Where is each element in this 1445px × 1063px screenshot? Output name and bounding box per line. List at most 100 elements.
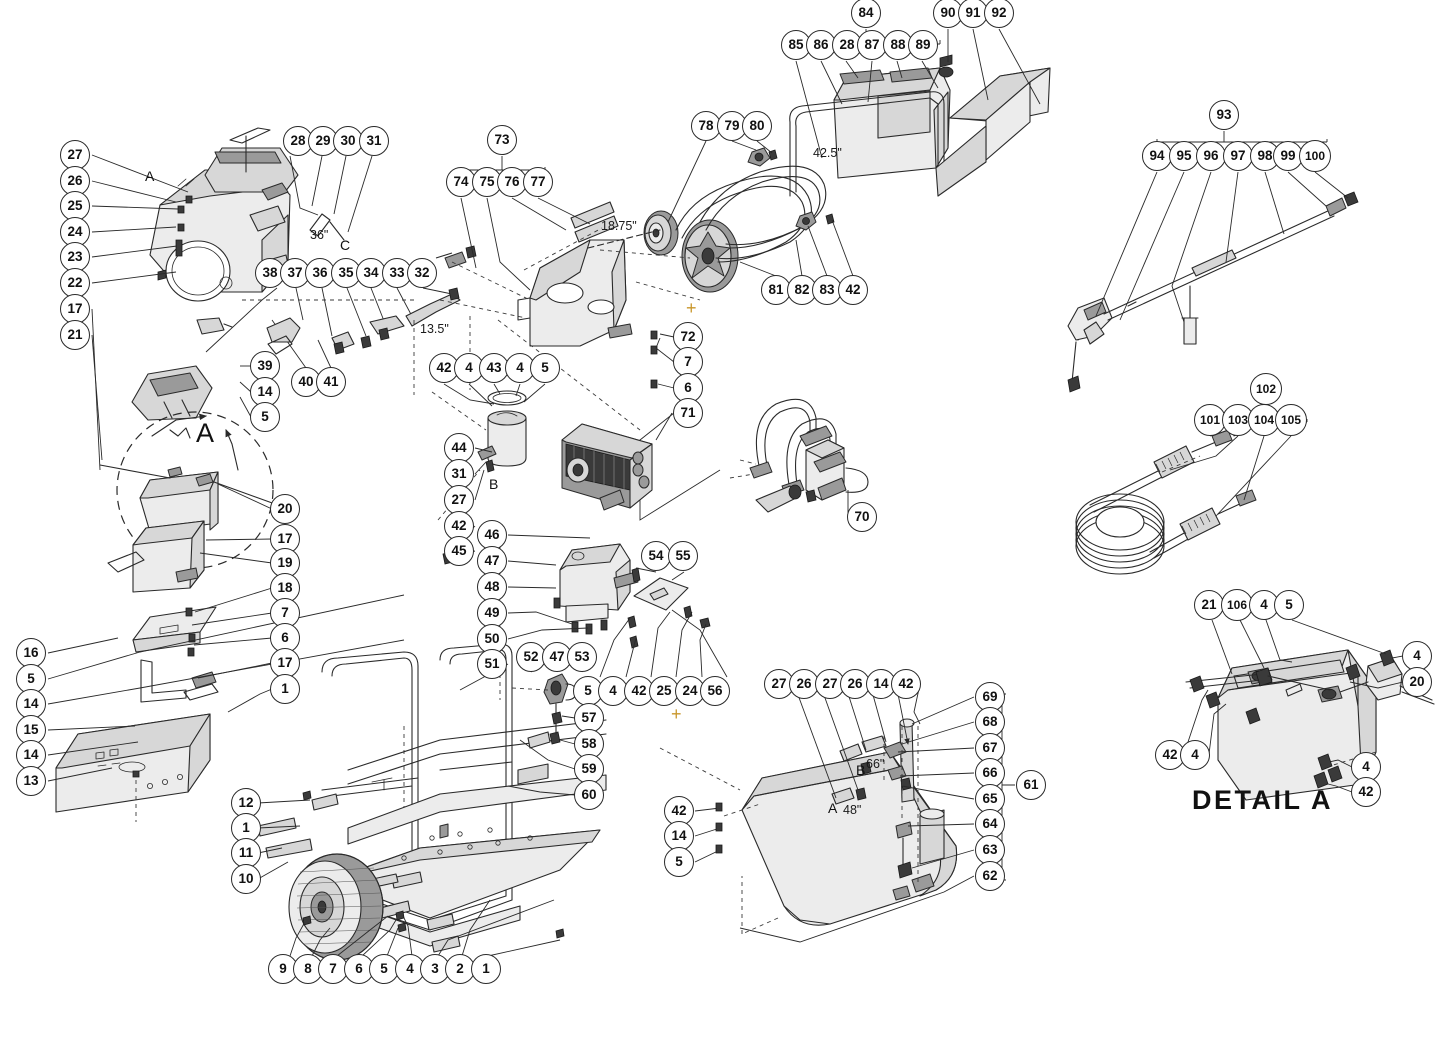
callout-bubble-84[interactable]: 84 [851, 0, 881, 28]
section-letter-label: A [145, 168, 155, 184]
callout-bubble-40[interactable]: 40 [291, 367, 321, 397]
callout-bubble-96[interactable]: 96 [1196, 141, 1226, 171]
callout-bubble-52[interactable]: 52 [516, 642, 546, 672]
callout-bubble-14[interactable]: 14 [664, 821, 694, 851]
callout-bubble-7[interactable]: 7 [673, 347, 703, 377]
callout-bubble-26[interactable]: 26 [789, 669, 819, 699]
callout-bubble-44[interactable]: 44 [444, 433, 474, 463]
callout-bubble-63[interactable]: 63 [975, 835, 1005, 865]
engine-fasteners [157, 195, 193, 281]
callout-bubble-55[interactable]: 55 [668, 541, 698, 571]
callout-bubble-43[interactable]: 43 [479, 353, 509, 383]
callout-bubble-31[interactable]: 31 [359, 126, 389, 156]
callout-bubble-53[interactable]: 53 [567, 642, 597, 672]
callout-bubble-27[interactable]: 27 [764, 669, 794, 699]
callout-bubble-97[interactable]: 97 [1223, 141, 1253, 171]
callout-bubble-78[interactable]: 78 [691, 111, 721, 141]
callout-bubble-5[interactable]: 5 [1274, 590, 1304, 620]
callout-bubble-25[interactable]: 25 [649, 676, 679, 706]
callout-bubble-76[interactable]: 76 [497, 167, 527, 197]
callout-bubble-4[interactable]: 4 [598, 676, 628, 706]
callout-bubble-73[interactable]: 73 [487, 125, 517, 155]
callout-bubble-32[interactable]: 32 [407, 258, 437, 288]
callout-bubble-2[interactable]: 2 [445, 954, 475, 984]
callout-bubble-20[interactable]: 20 [270, 494, 300, 524]
callout-bubble-92[interactable]: 92 [984, 0, 1014, 28]
callout-bubble-77[interactable]: 77 [523, 167, 553, 197]
callout-bubble-70[interactable]: 70 [847, 502, 877, 532]
callout-bubble-26[interactable]: 26 [840, 669, 870, 699]
callout-bubble-25[interactable]: 25 [60, 191, 90, 221]
callout-bubble-4[interactable]: 4 [1402, 641, 1432, 671]
callout-bubble-93[interactable]: 93 [1209, 100, 1239, 130]
callout-bubble-42[interactable]: 42 [1351, 777, 1381, 807]
callout-bubble-100[interactable]: 100 [1299, 140, 1331, 172]
callout-bubble-51[interactable]: 51 [477, 649, 507, 679]
callout-bubble-46[interactable]: 46 [477, 520, 507, 550]
callout-bubble-61[interactable]: 61 [1016, 770, 1046, 800]
callout-bubble-22[interactable]: 22 [60, 268, 90, 298]
callout-bubble-102[interactable]: 102 [1250, 373, 1282, 405]
callout-bubble-5[interactable]: 5 [664, 847, 694, 877]
callout-bubble-68[interactable]: 68 [975, 707, 1005, 737]
callout-bubble-74[interactable]: 74 [446, 167, 476, 197]
callout-bubble-50[interactable]: 50 [477, 624, 507, 654]
callout-bubble-5[interactable]: 5 [369, 954, 399, 984]
callout-bubble-17[interactable]: 17 [60, 294, 90, 324]
callout-bubble-104[interactable]: 104 [1248, 404, 1280, 436]
callout-bubble-31[interactable]: 31 [444, 459, 474, 489]
detail-view-letter: A [196, 418, 215, 448]
callout-bubble-105[interactable]: 105 [1275, 404, 1307, 436]
callout-bubble-87[interactable]: 87 [857, 30, 887, 60]
callout-bubble-34[interactable]: 34 [356, 258, 386, 288]
callout-bubble-1[interactable]: 1 [270, 674, 300, 704]
callout-bubble-5[interactable]: 5 [16, 664, 46, 694]
callout-bubble-17[interactable]: 17 [270, 648, 300, 678]
detail-a-battery [1185, 649, 1435, 801]
callout-bubble-64[interactable]: 64 [975, 809, 1005, 839]
callout-bubble-41[interactable]: 41 [316, 367, 346, 397]
callout-bubble-21[interactable]: 21 [1194, 590, 1224, 620]
callout-bubble-45[interactable]: 45 [444, 536, 474, 566]
callout-bubble-5[interactable]: 5 [250, 402, 280, 432]
callout-bubble-14[interactable]: 14 [16, 689, 46, 719]
callout-bubble-24[interactable]: 24 [675, 676, 705, 706]
callout-bubble-26[interactable]: 26 [60, 166, 90, 196]
callout-bubble-21[interactable]: 21 [60, 320, 90, 350]
callout-bubble-66[interactable]: 66 [975, 758, 1005, 788]
callout-bubble-39[interactable]: 39 [250, 351, 280, 381]
callout-bubble-56[interactable]: 56 [700, 676, 730, 706]
callout-bubble-10[interactable]: 10 [231, 864, 261, 894]
callout-bubble-36[interactable]: 36 [305, 258, 335, 288]
callout-bubble-95[interactable]: 95 [1169, 141, 1199, 171]
callout-bubble-91[interactable]: 91 [958, 0, 988, 28]
callout-bubble-69[interactable]: 69 [975, 682, 1005, 712]
callout-bubble-62[interactable]: 62 [975, 861, 1005, 891]
callout-bubble-13[interactable]: 13 [16, 766, 46, 796]
callout-bubble-83[interactable]: 83 [812, 275, 842, 305]
callout-bubble-42[interactable]: 42 [891, 669, 921, 699]
callout-bubble-4[interactable]: 4 [1180, 740, 1210, 770]
section-letter-label: B [856, 762, 866, 778]
callout-bubble-5[interactable]: 5 [530, 353, 560, 383]
callout-bubble-35[interactable]: 35 [331, 258, 361, 288]
callout-bubble-54[interactable]: 54 [641, 541, 671, 571]
callout-bubble-48[interactable]: 48 [477, 572, 507, 602]
callout-bubble-57[interactable]: 57 [574, 703, 604, 733]
callout-bubble-89[interactable]: 89 [908, 30, 938, 60]
callout-bubble-27[interactable]: 27 [60, 140, 90, 170]
callout-bubble-101[interactable]: 101 [1194, 404, 1226, 436]
callout-bubble-60[interactable]: 60 [574, 780, 604, 810]
callout-bubble-80[interactable]: 80 [742, 111, 772, 141]
callout-bubble-59[interactable]: 59 [574, 754, 604, 784]
callout-bubble-86[interactable]: 86 [806, 30, 836, 60]
hose-coil-assembly [1075, 421, 1257, 575]
callout-bubble-42[interactable]: 42 [838, 275, 868, 305]
callout-bubble-1[interactable]: 1 [471, 954, 501, 984]
callout-bubble-94[interactable]: 94 [1142, 141, 1172, 171]
callout-bubble-71[interactable]: 71 [673, 398, 703, 428]
callout-bubble-30[interactable]: 30 [333, 126, 363, 156]
callout-bubble-72[interactable]: 72 [673, 322, 703, 352]
callout-bubble-20[interactable]: 20 [1402, 667, 1432, 697]
callout-bubble-27[interactable]: 27 [444, 485, 474, 515]
